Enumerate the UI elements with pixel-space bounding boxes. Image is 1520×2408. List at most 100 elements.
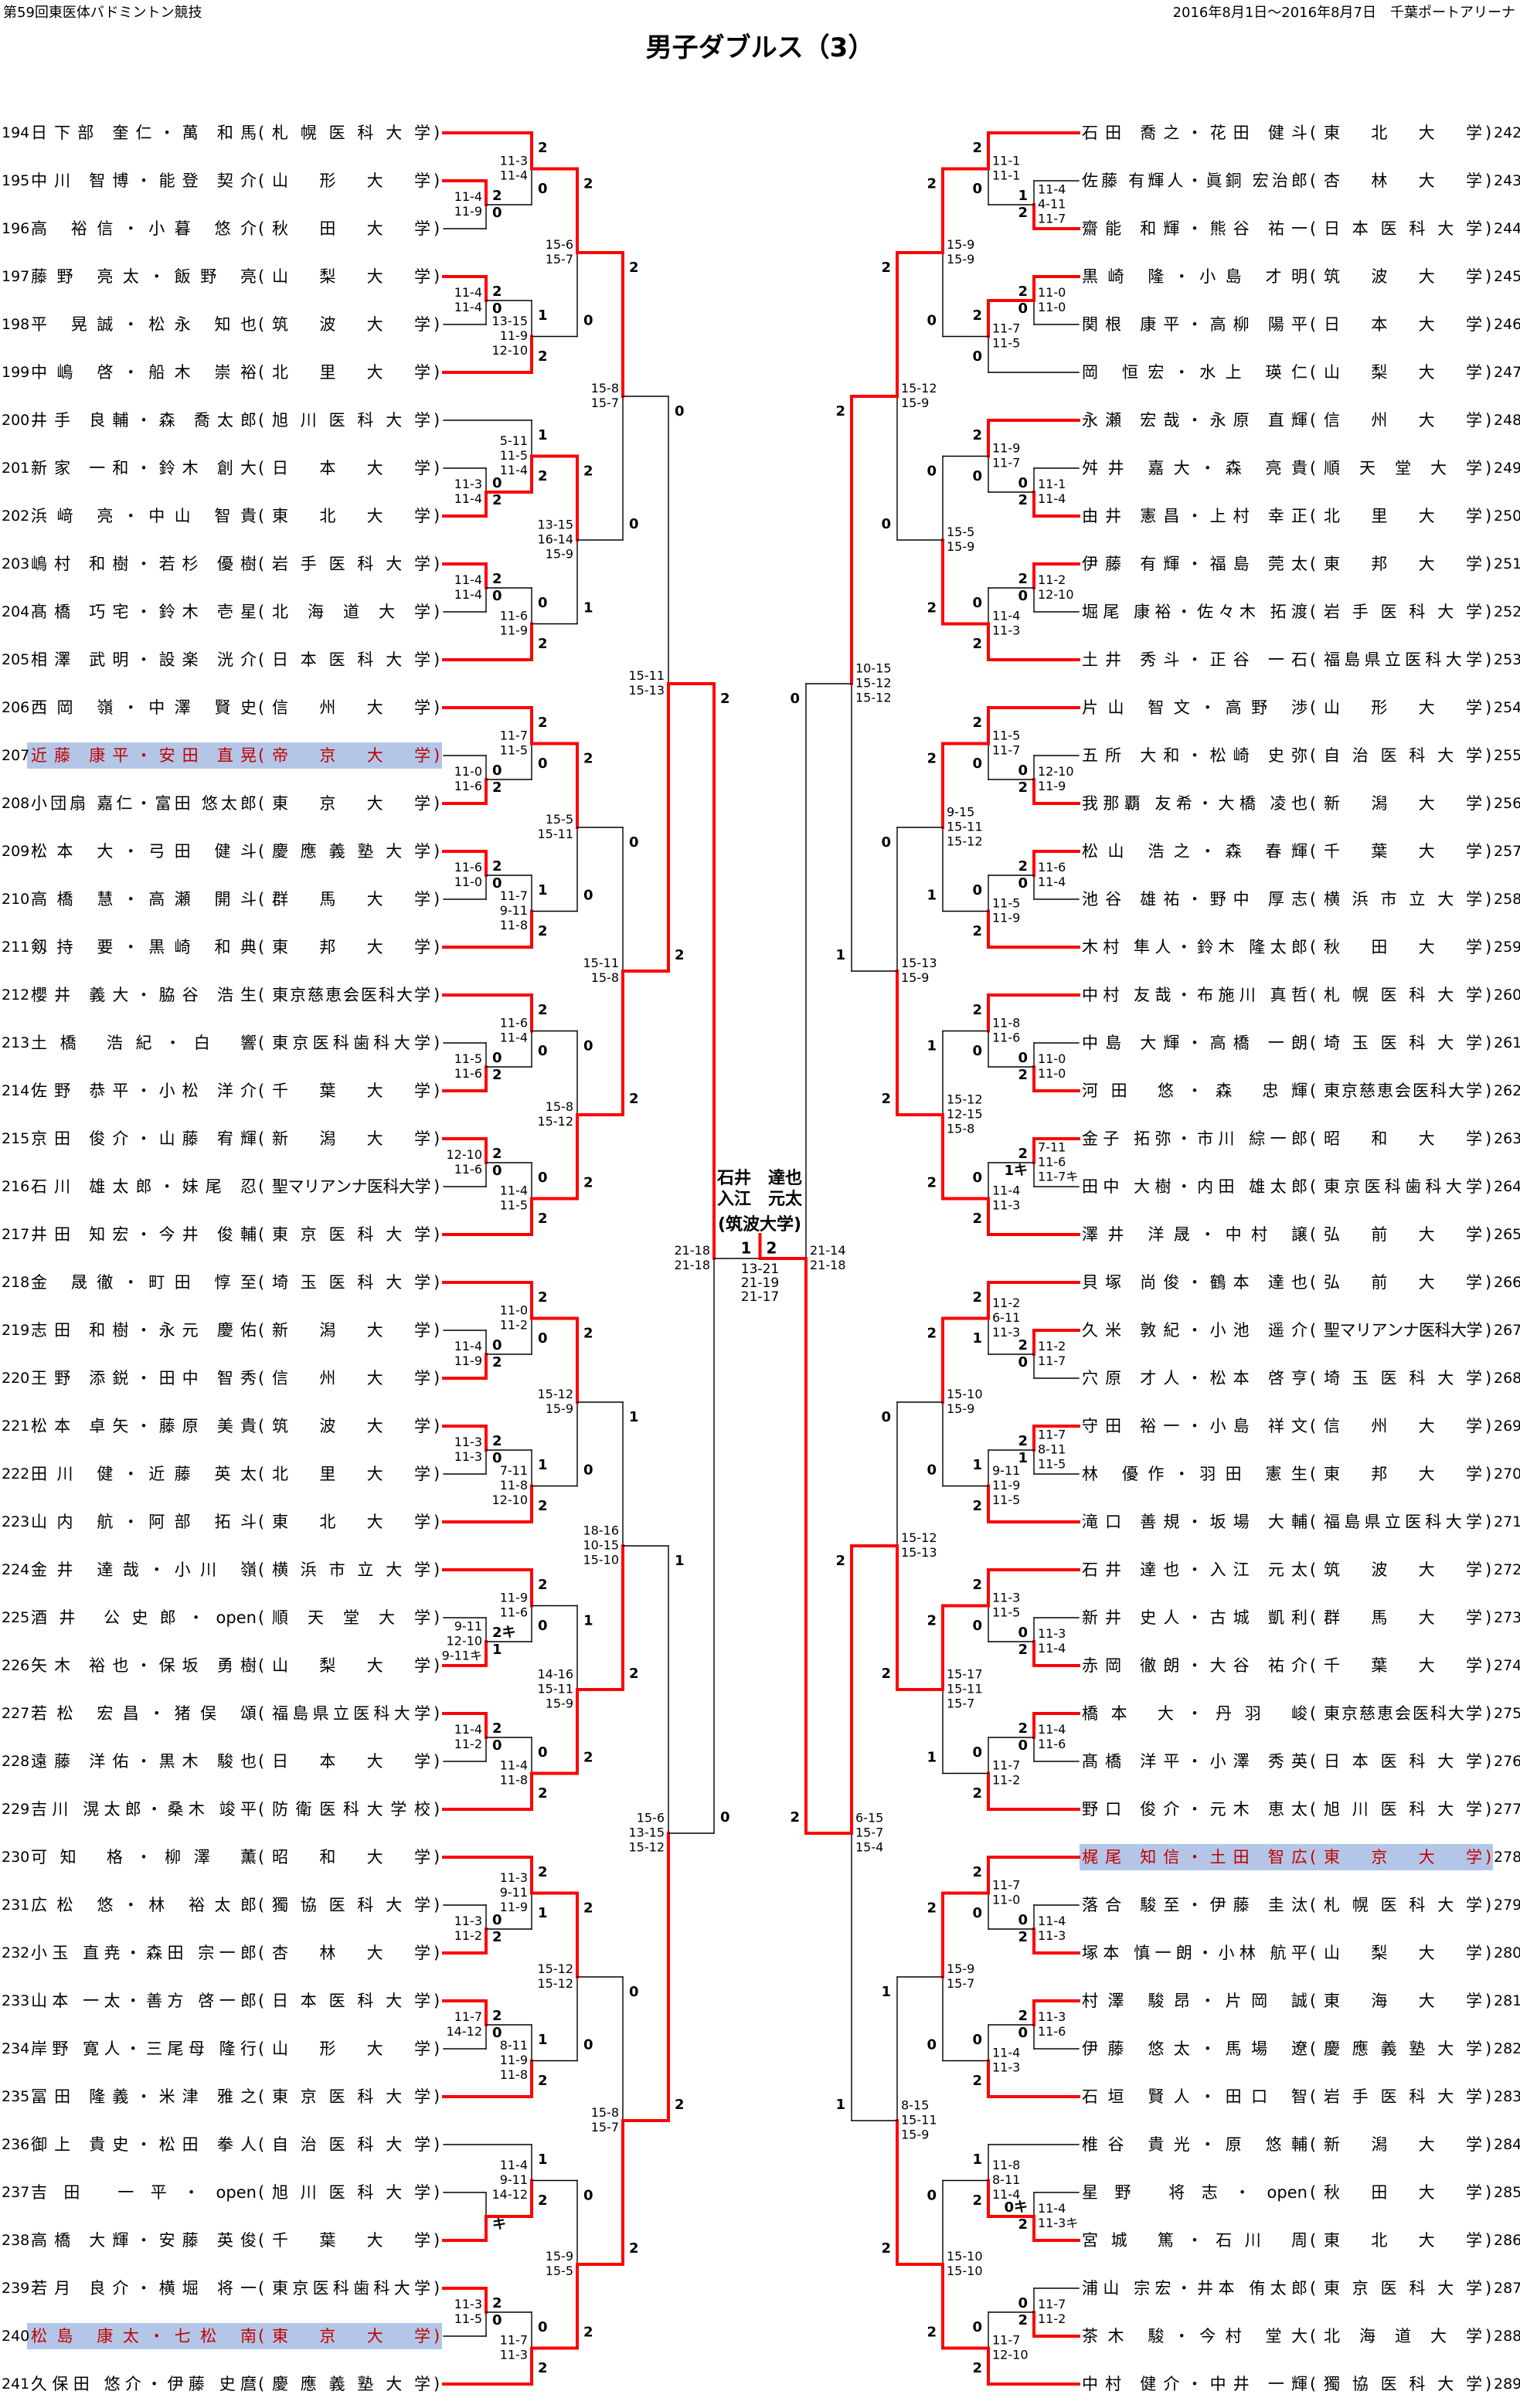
paren-open: ( (258, 124, 265, 142)
games-won: 1キ (1004, 1163, 1028, 1179)
game-score: 15-12 (901, 381, 937, 396)
entry-number: 286 (1494, 2232, 1520, 2249)
event-dates-venue: 2016年8月1日～2016年8月7日 千葉ポートアリーナ (1172, 5, 1515, 21)
games-won: 1 (835, 2097, 845, 2113)
entry-school: 北里大学 (272, 1465, 430, 1483)
games-won: 2 (492, 1354, 502, 1370)
game-score: 11-8 (500, 2067, 528, 2082)
game-score: 15-9 (947, 539, 974, 554)
games-won: 2 (927, 1326, 937, 1342)
games-won: 2 (538, 140, 548, 156)
entry-row: 橋本大・丹羽峻(東京慈恵会医科大学)275 (1080, 1700, 1520, 1727)
game-score: 11-7 (454, 2009, 482, 2024)
paren-open: ( (258, 1177, 265, 1196)
entry-row: 久米敦紀・小池遥介(聖マリアンナ医科大学)267 (1080, 1317, 1520, 1343)
games-won: 2 (1018, 2008, 1028, 2024)
entry-row: 宮城篤・石川周(東北大学)286 (1080, 2227, 1520, 2253)
paren-close: ) (1485, 267, 1492, 286)
entry-row: 関根康平・高柳陽平(日本大学)246 (1080, 311, 1520, 338)
entry-number: 254 (1494, 699, 1520, 716)
game-score: 6-11 (992, 1310, 1020, 1325)
entry-players: 土橋浩紀・白響 (31, 1034, 257, 1052)
final-score-right: 2 (767, 1239, 777, 1258)
entry-school: 弘前大学 (1324, 1225, 1482, 1244)
entry-school: 東邦大学 (1324, 1465, 1482, 1483)
entry-number: 285 (1494, 2184, 1520, 2201)
entry-number: 243 (1494, 172, 1520, 189)
games-won: 2 (835, 1553, 845, 1569)
entry-number: 288 (1494, 2328, 1520, 2345)
entry-number: 209 (2, 843, 30, 860)
games-won: 0 (583, 1462, 593, 1479)
entry-school: 北里大学 (1324, 507, 1482, 525)
paren-open: ( (1310, 507, 1317, 525)
game-score: 15-11 (901, 2113, 937, 2128)
game-score: 11-8 (992, 2158, 1020, 2172)
entry-number: 204 (2, 603, 30, 620)
entry-number: 220 (2, 1370, 30, 1387)
games-won: 0 (1018, 875, 1028, 892)
entry-players: 澤井洋晟・中村譲 (1082, 1225, 1307, 1244)
games-won: 1 (583, 1613, 593, 1629)
entry-players: 吉田一平・open (31, 2183, 257, 2202)
game-score: 11-3 (1038, 1928, 1066, 1943)
entry-row: 齋能和輝・熊谷祐一(日本医科大学)244 (1080, 216, 1520, 242)
games-won: 0 (972, 181, 982, 197)
games-won: 0 (881, 834, 891, 851)
entry-row: 貝塚尚俊・鶴本達也(弘前大学)266 (1080, 1269, 1520, 1296)
games-won: 2 (538, 2073, 548, 2089)
paren-close: ) (434, 219, 440, 238)
games-won: 2 (972, 1864, 982, 1880)
games-won: 2 (675, 947, 685, 963)
entry-players: 松本大・弓田健斗 (31, 842, 257, 861)
entry-row: 新井史人・古城凱利(群馬大学)273 (1080, 1605, 1520, 1631)
entry-number: 195 (2, 172, 30, 189)
game-score: 12-10 (492, 343, 529, 358)
paren-open: ( (1310, 1273, 1317, 1292)
event-name: 第59回東医体バドミントン競技 (3, 5, 202, 21)
game-score: 21-14 (810, 1243, 846, 1258)
paren-close: ) (1485, 1656, 1492, 1675)
entry-players: 松本卓矢・藤原美貴 (31, 1417, 257, 1435)
entry-row: 中村友哉・布施川真哲(札幌医科大学)260 (1080, 982, 1520, 1008)
champion-line2: 入江 元太 (716, 1190, 802, 1209)
game-score: 11-7 (1038, 1428, 1066, 1442)
game-score: 11-9 (992, 1478, 1020, 1493)
entry-number: 237 (2, 2184, 30, 2201)
games-won: 1 (629, 1409, 639, 1425)
paren-open: ( (258, 459, 265, 477)
game-score: 11-4 (500, 1031, 528, 1045)
games-won: 1 (881, 1984, 891, 2000)
entry-players: 木村隼人・鈴木隆太郎 (1082, 938, 1307, 956)
paren-close: ) (434, 890, 440, 909)
entry-school: 筑波大学 (1324, 1561, 1482, 1579)
game-score: 7-11 (1038, 1140, 1066, 1155)
games-won: 2 (629, 2240, 639, 2257)
entry-players: 浦山宗宏・井本侑太郎 (1082, 2279, 1307, 2298)
game-score: 11-9 (500, 623, 528, 638)
paren-open: ( (1310, 938, 1317, 956)
game-score: 15-13 (629, 683, 665, 698)
entry-school: 岩手医科大学 (272, 555, 430, 573)
games-won: 0 (1018, 1737, 1028, 1754)
entry-players: 京田俊介・山藤宥輝 (31, 1129, 257, 1148)
entry-school: 自治医科大学 (272, 2135, 430, 2154)
entry-players: 高裕信・小暮悠介 (31, 219, 257, 238)
games-won: 2 (720, 691, 730, 707)
entry-players: 嶋村和樹・若杉優樹 (31, 555, 257, 573)
entry-players: 林優作・羽田憲生 (1082, 1465, 1307, 1483)
games-won: 1 (538, 427, 548, 443)
game-score: 11-4 (500, 2158, 528, 2172)
game-score: 11-5 (454, 1051, 482, 1066)
games-won: 0 (492, 1737, 502, 1754)
paren-close: ) (1485, 1369, 1492, 1387)
game-score: 15-11 (947, 820, 983, 834)
paren-close: ) (1485, 172, 1492, 190)
game-score: 11-2 (500, 1318, 528, 1333)
paren-close: ) (1485, 603, 1492, 621)
